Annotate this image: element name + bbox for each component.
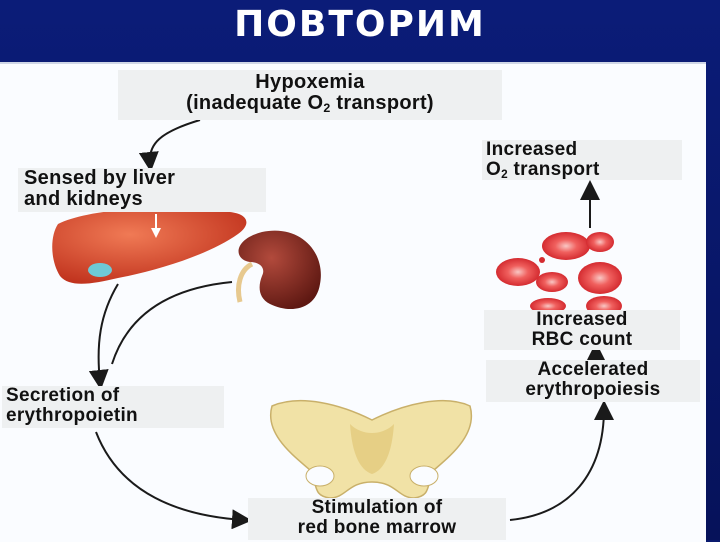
arrow-kidney-to-secretion <box>111 281 233 365</box>
increased-o2-label: Increased O2 transport <box>482 139 682 181</box>
erythropoiesis-diagram: Hypoxemia (inadequate O2 transport) Sens… <box>0 62 706 542</box>
arrow-hypoxemia-to-sensed <box>138 119 201 172</box>
increased-rbc-label: Increased RBC count <box>484 310 680 350</box>
hypoxemia-line1: Hypoxemia <box>255 71 365 93</box>
accelerated-line1: Accelerated <box>537 359 649 380</box>
stimulation-line2: red bone marrow <box>297 516 457 538</box>
increased-o2-line2: O2 transport <box>486 158 600 181</box>
increased-o2-line1: Increased <box>486 139 578 160</box>
stimulation-label: Stimulation of red bone marrow <box>248 498 506 540</box>
accelerated-label: Accelerated erythropoiesis <box>486 360 700 402</box>
slide-title: ПОВТОРИМ <box>234 4 486 45</box>
red-blood-cells-icon <box>496 232 622 319</box>
diagram-artwork <box>52 119 622 530</box>
pelvis-bone-icon <box>269 400 473 499</box>
increased-rbc-line1: Increased <box>536 309 628 330</box>
stimulation-line1: Stimulation of <box>311 497 443 518</box>
liver-icon <box>52 208 247 284</box>
arrow-liver-to-secretion <box>88 283 119 390</box>
accelerated-line2: erythropoiesis <box>525 378 661 400</box>
secretion-label: Secretion of erythropoietin <box>2 386 224 428</box>
kidney-icon <box>236 230 321 310</box>
secretion-line2: erythropoietin <box>6 404 138 426</box>
increased-rbc-line2: RBC count <box>531 328 633 350</box>
hypoxemia-label: Hypoxemia (inadequate O2 transport) <box>118 70 502 120</box>
sensed-line2: and kidneys <box>24 188 143 210</box>
arrow-secretion-to-stimulation <box>95 431 252 530</box>
sensed-line1: Sensed by liver <box>24 167 176 189</box>
arrow-stimulation-to-accelerated <box>509 400 614 521</box>
hypoxemia-line2: (inadequate O2 transport) <box>186 92 434 116</box>
sensed-label: Sensed by liver and kidneys <box>18 168 266 212</box>
secretion-line1: Secretion of <box>6 385 120 406</box>
